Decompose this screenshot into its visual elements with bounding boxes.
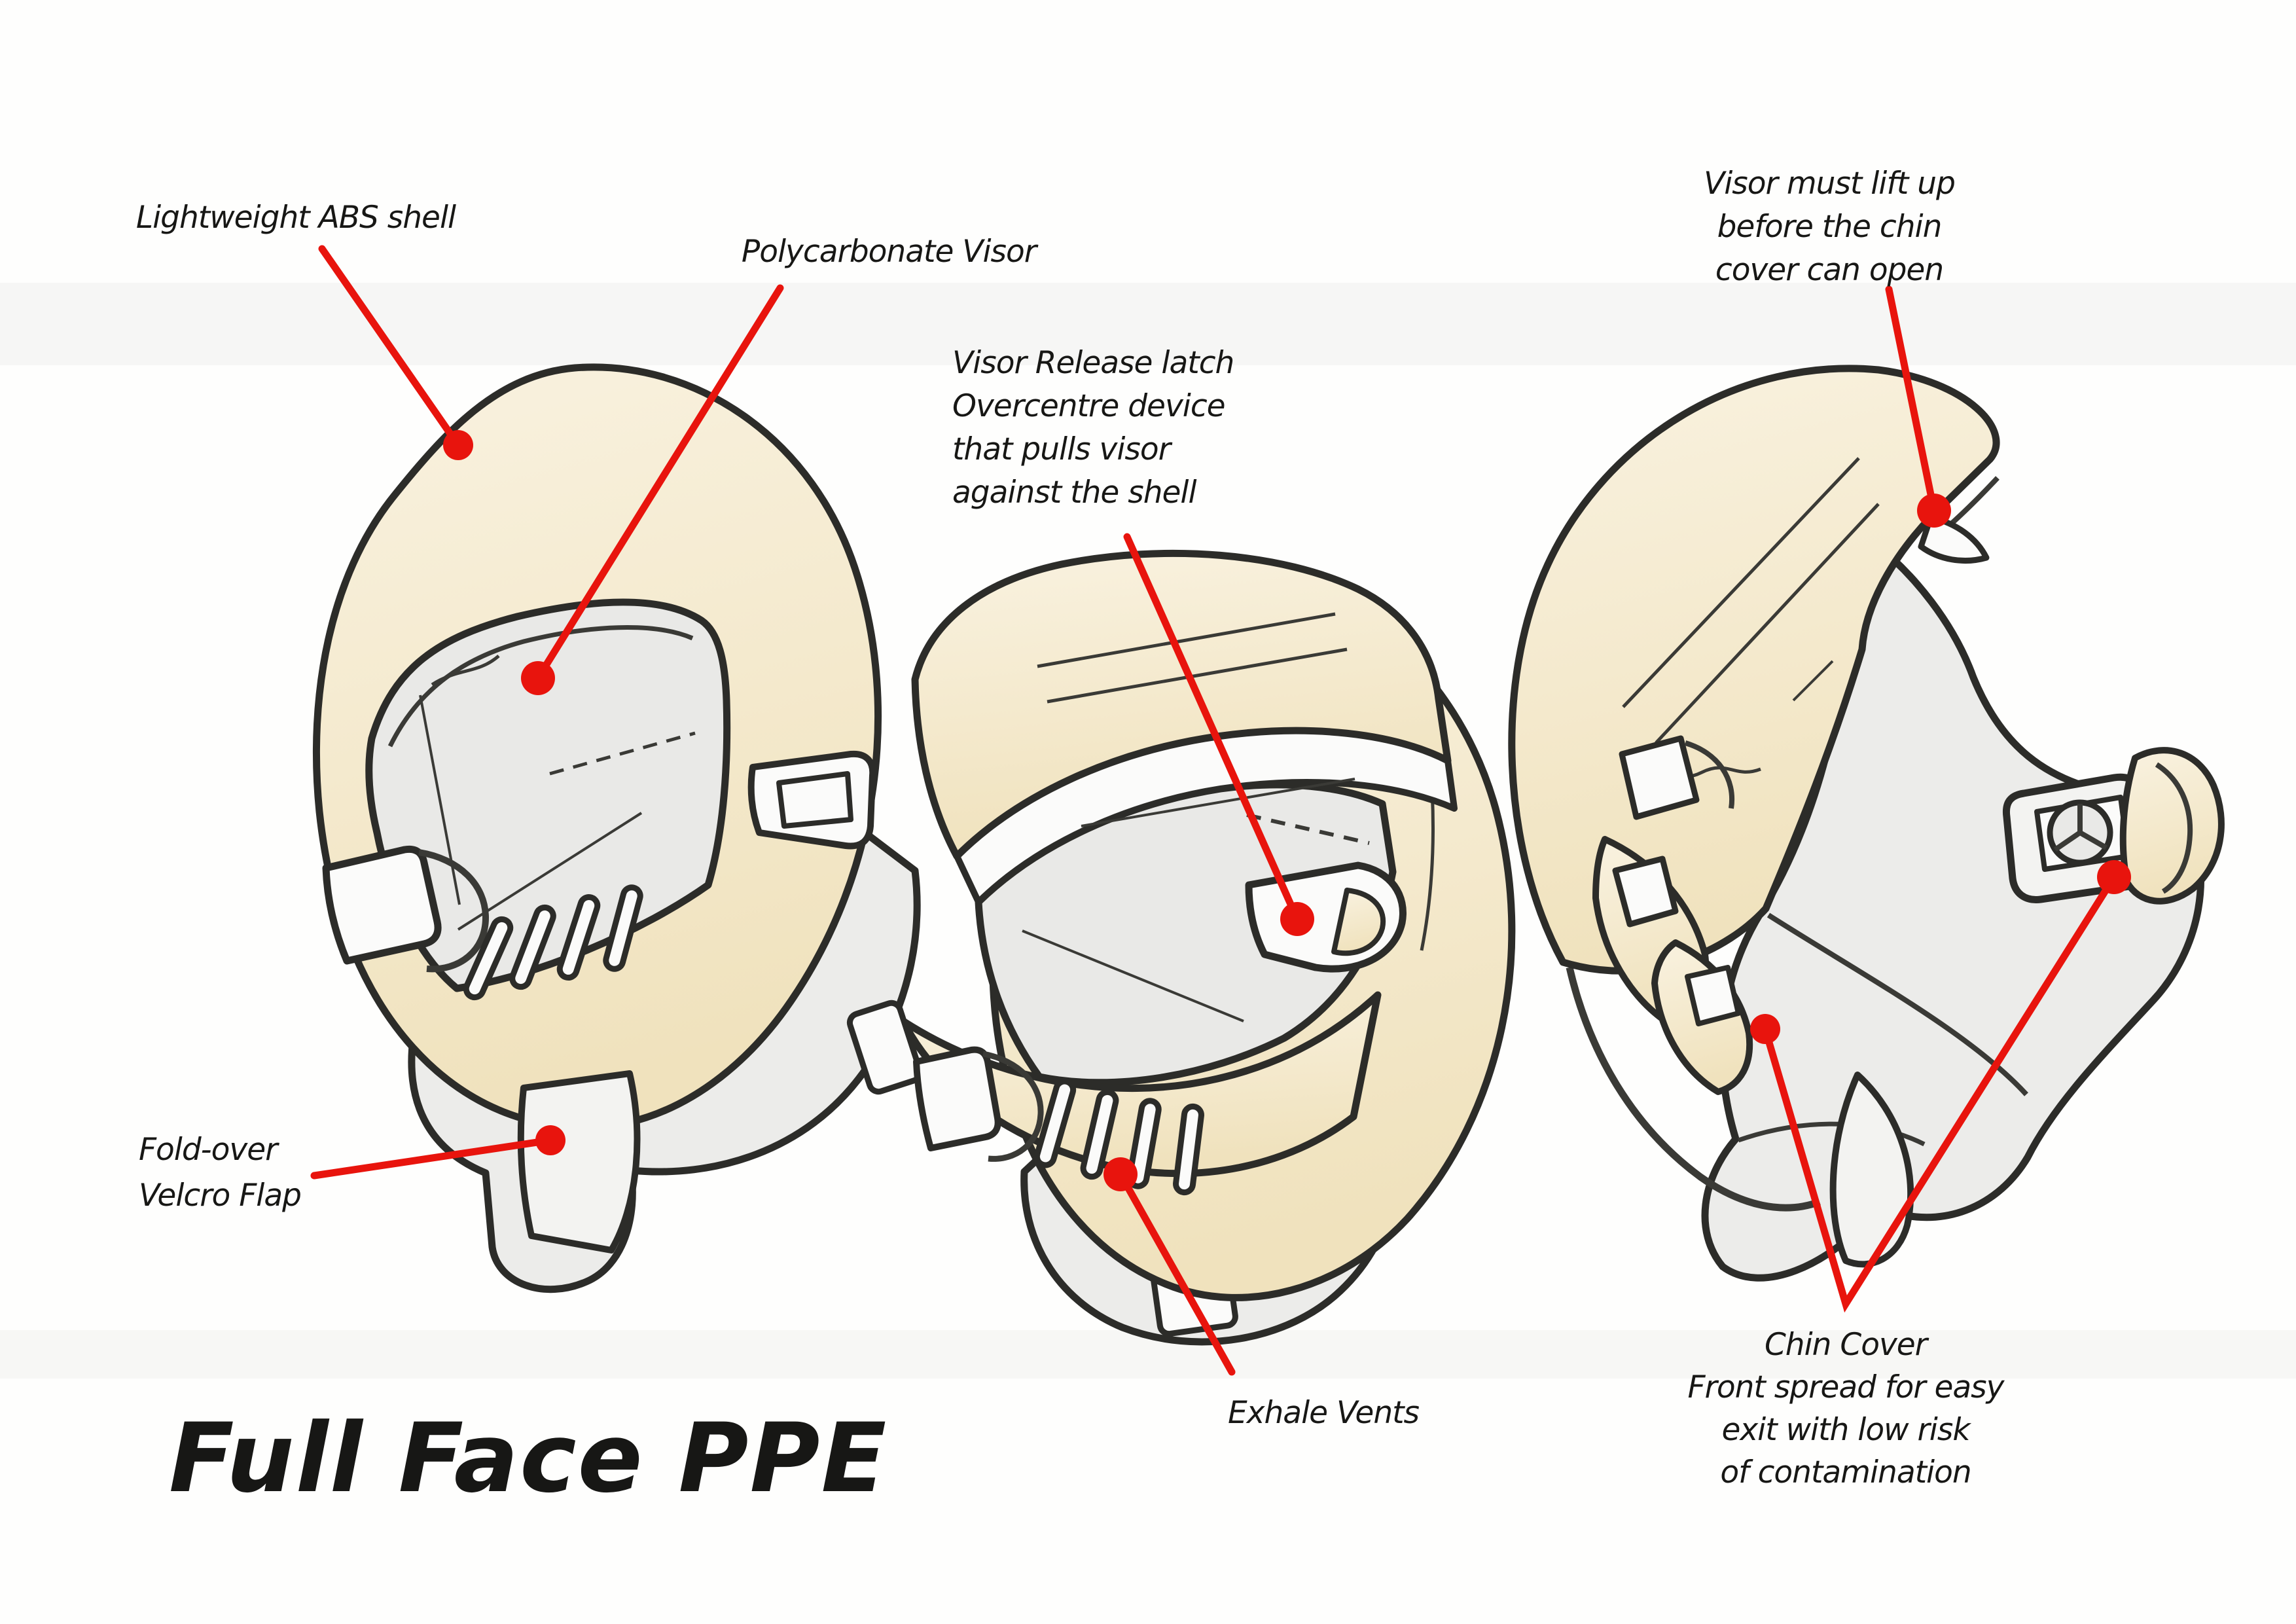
label-line: before the chin — [1717, 209, 1943, 245]
sketch-line — [1022, 929, 1244, 1022]
vent-slot — [1080, 1089, 1119, 1180]
sketch-line — [1037, 612, 1336, 668]
label-visor-must-lift: Visor must lift up before the chin cover… — [1704, 162, 1956, 292]
callout-line-exhale-vents — [1117, 1170, 1236, 1376]
callout-dot-chin-cover-right — [2097, 860, 2131, 894]
callout-line-visor — [534, 284, 784, 682]
strap-buckle — [1612, 856, 1679, 928]
label-polycarbonate-visor: Polycarbonate Visor — [741, 230, 1037, 274]
scoop-inner-line — [2155, 762, 2193, 894]
vent-slot — [556, 893, 601, 981]
shell-tab — [1619, 735, 1700, 820]
callout-line-visor-lift — [1885, 285, 1938, 514]
fold-line — [1767, 912, 2028, 1096]
callout-line-release-latch — [1123, 533, 1301, 923]
chin-tab-horseshoe — [418, 849, 490, 973]
abs-shell — [1508, 365, 2000, 975]
sketch-dashed-line — [549, 731, 696, 776]
callout-dot-velcro-flap — [535, 1125, 565, 1155]
callout-dot-chin-cover-left — [1750, 1014, 1780, 1044]
sketch-line — [1047, 647, 1348, 704]
velcro-flap — [517, 1070, 641, 1254]
chin-strap-tail — [1829, 1072, 1914, 1268]
strap-buckle — [1685, 965, 1741, 1026]
label-line: against the shell — [952, 475, 1197, 511]
sketch-squiggle — [431, 655, 500, 687]
label-chin-cover: Chin Cover Front spread for easy exit wi… — [1687, 1324, 2005, 1494]
label-exhale-vents: Exhale Vents — [1227, 1392, 1420, 1435]
label-abs-shell: Lightweight ABS shell — [136, 196, 456, 240]
vent-slot — [509, 904, 556, 990]
label-line: exit with low risk — [1721, 1412, 1970, 1448]
label-line: Front spread for easy — [1687, 1369, 2005, 1405]
chin-tab-horseshoe — [982, 1051, 1044, 1162]
callout-dot-exhale-vents — [1103, 1157, 1138, 1191]
sketch-line — [1081, 778, 1355, 827]
chin-tab — [322, 845, 442, 965]
side-tab-inner — [776, 771, 853, 829]
label-line: Velcro Flap — [139, 1178, 302, 1214]
sketch-line — [1622, 457, 1860, 708]
helmet-visor-raised-view — [846, 549, 1516, 1346]
vent-slot — [603, 884, 643, 972]
visor-tip-pocket — [1918, 514, 1990, 564]
label-text: Lightweight ABS shell — [135, 200, 456, 236]
helmet-front-view — [312, 363, 921, 1293]
label-fold-over-flap: Fold-over Velcro Flap — [139, 1127, 302, 1219]
label-text: Exhale Vents — [1227, 1395, 1420, 1431]
vent-slot — [1173, 1103, 1204, 1196]
hinge-tab — [846, 1000, 924, 1095]
shell-tab-horseshoe — [1684, 740, 1735, 809]
exhale-vents — [1033, 1078, 1204, 1196]
diagram-title: Full Face PPE — [169, 1403, 888, 1514]
callout-dot-visor — [521, 661, 555, 695]
label-text: Polycarbonate Visor — [741, 234, 1037, 270]
label-line: Overcentre device — [952, 388, 1226, 424]
fold-line — [1566, 966, 1821, 1212]
callout-line-chin-cover — [1761, 873, 2118, 1313]
chin-cover-scoop — [2119, 747, 2225, 905]
helmet-side-open-view — [1508, 365, 2225, 1282]
sketch-line — [457, 812, 643, 931]
callout-line-velcro-flap — [310, 1136, 554, 1180]
vent-slot — [463, 916, 514, 1001]
sketch-line — [1655, 503, 1880, 744]
chin-guard — [899, 991, 1382, 1178]
sketch-dashed-line — [1246, 813, 1370, 845]
annotation-callouts — [310, 245, 2131, 1376]
label-line: Fold-over — [139, 1132, 278, 1168]
label-line: of contamination — [1720, 1454, 1971, 1490]
callout-line-abs-shell — [318, 245, 462, 449]
latch-knob-spokes — [2053, 804, 2108, 852]
raised-visor — [911, 549, 1452, 860]
sketch-line — [1792, 660, 1834, 702]
label-line: cover can open — [1715, 252, 1944, 288]
vent-slot — [1126, 1098, 1162, 1189]
exhale-vents-front — [463, 884, 643, 1001]
chin-tab — [913, 1046, 1001, 1151]
latch-notch — [1331, 888, 1386, 956]
callout-dot-abs-shell — [443, 430, 473, 460]
label-line: that pulls visor — [952, 431, 1171, 467]
label-visor-release-latch: Visor Release latch Overcentre device th… — [952, 342, 1234, 514]
callout-dot-release-latch — [1280, 902, 1314, 936]
label-line: Visor must lift up — [1704, 166, 1956, 202]
vent-slot — [1033, 1078, 1077, 1168]
sketch-line — [419, 695, 461, 905]
label-line: Chin Cover — [1764, 1327, 1928, 1363]
callout-dot-visor-lift — [1917, 494, 1951, 528]
label-line: Visor Release latch — [952, 345, 1234, 381]
visor-rim-line — [387, 625, 694, 748]
